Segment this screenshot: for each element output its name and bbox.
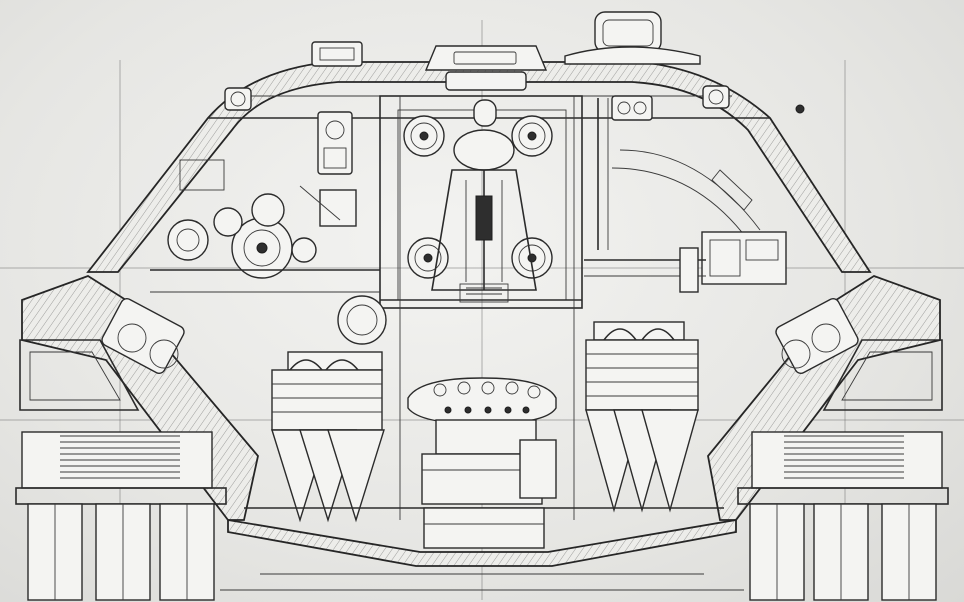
instrument-panel	[407, 377, 557, 505]
gun-breech-assembly	[403, 99, 553, 303]
hull-floor	[220, 507, 744, 591]
turret-ring	[379, 95, 583, 520]
panel-gauges	[433, 381, 541, 414]
left-traverse-mechanism	[150, 111, 380, 293]
right-ammunition-rack	[585, 321, 699, 513]
upper-left-gear	[403, 115, 445, 157]
lower-left-gear	[407, 237, 449, 279]
commander-cupola	[311, 11, 701, 91]
lower-right-gear	[511, 237, 553, 279]
right-track-assembly	[737, 431, 949, 601]
roof-periscopes	[224, 85, 805, 114]
right-sight-mechanism	[584, 95, 787, 293]
left-ammunition-rack	[271, 295, 387, 523]
upper-right-gear	[511, 115, 553, 157]
left-track-assembly	[15, 431, 227, 601]
